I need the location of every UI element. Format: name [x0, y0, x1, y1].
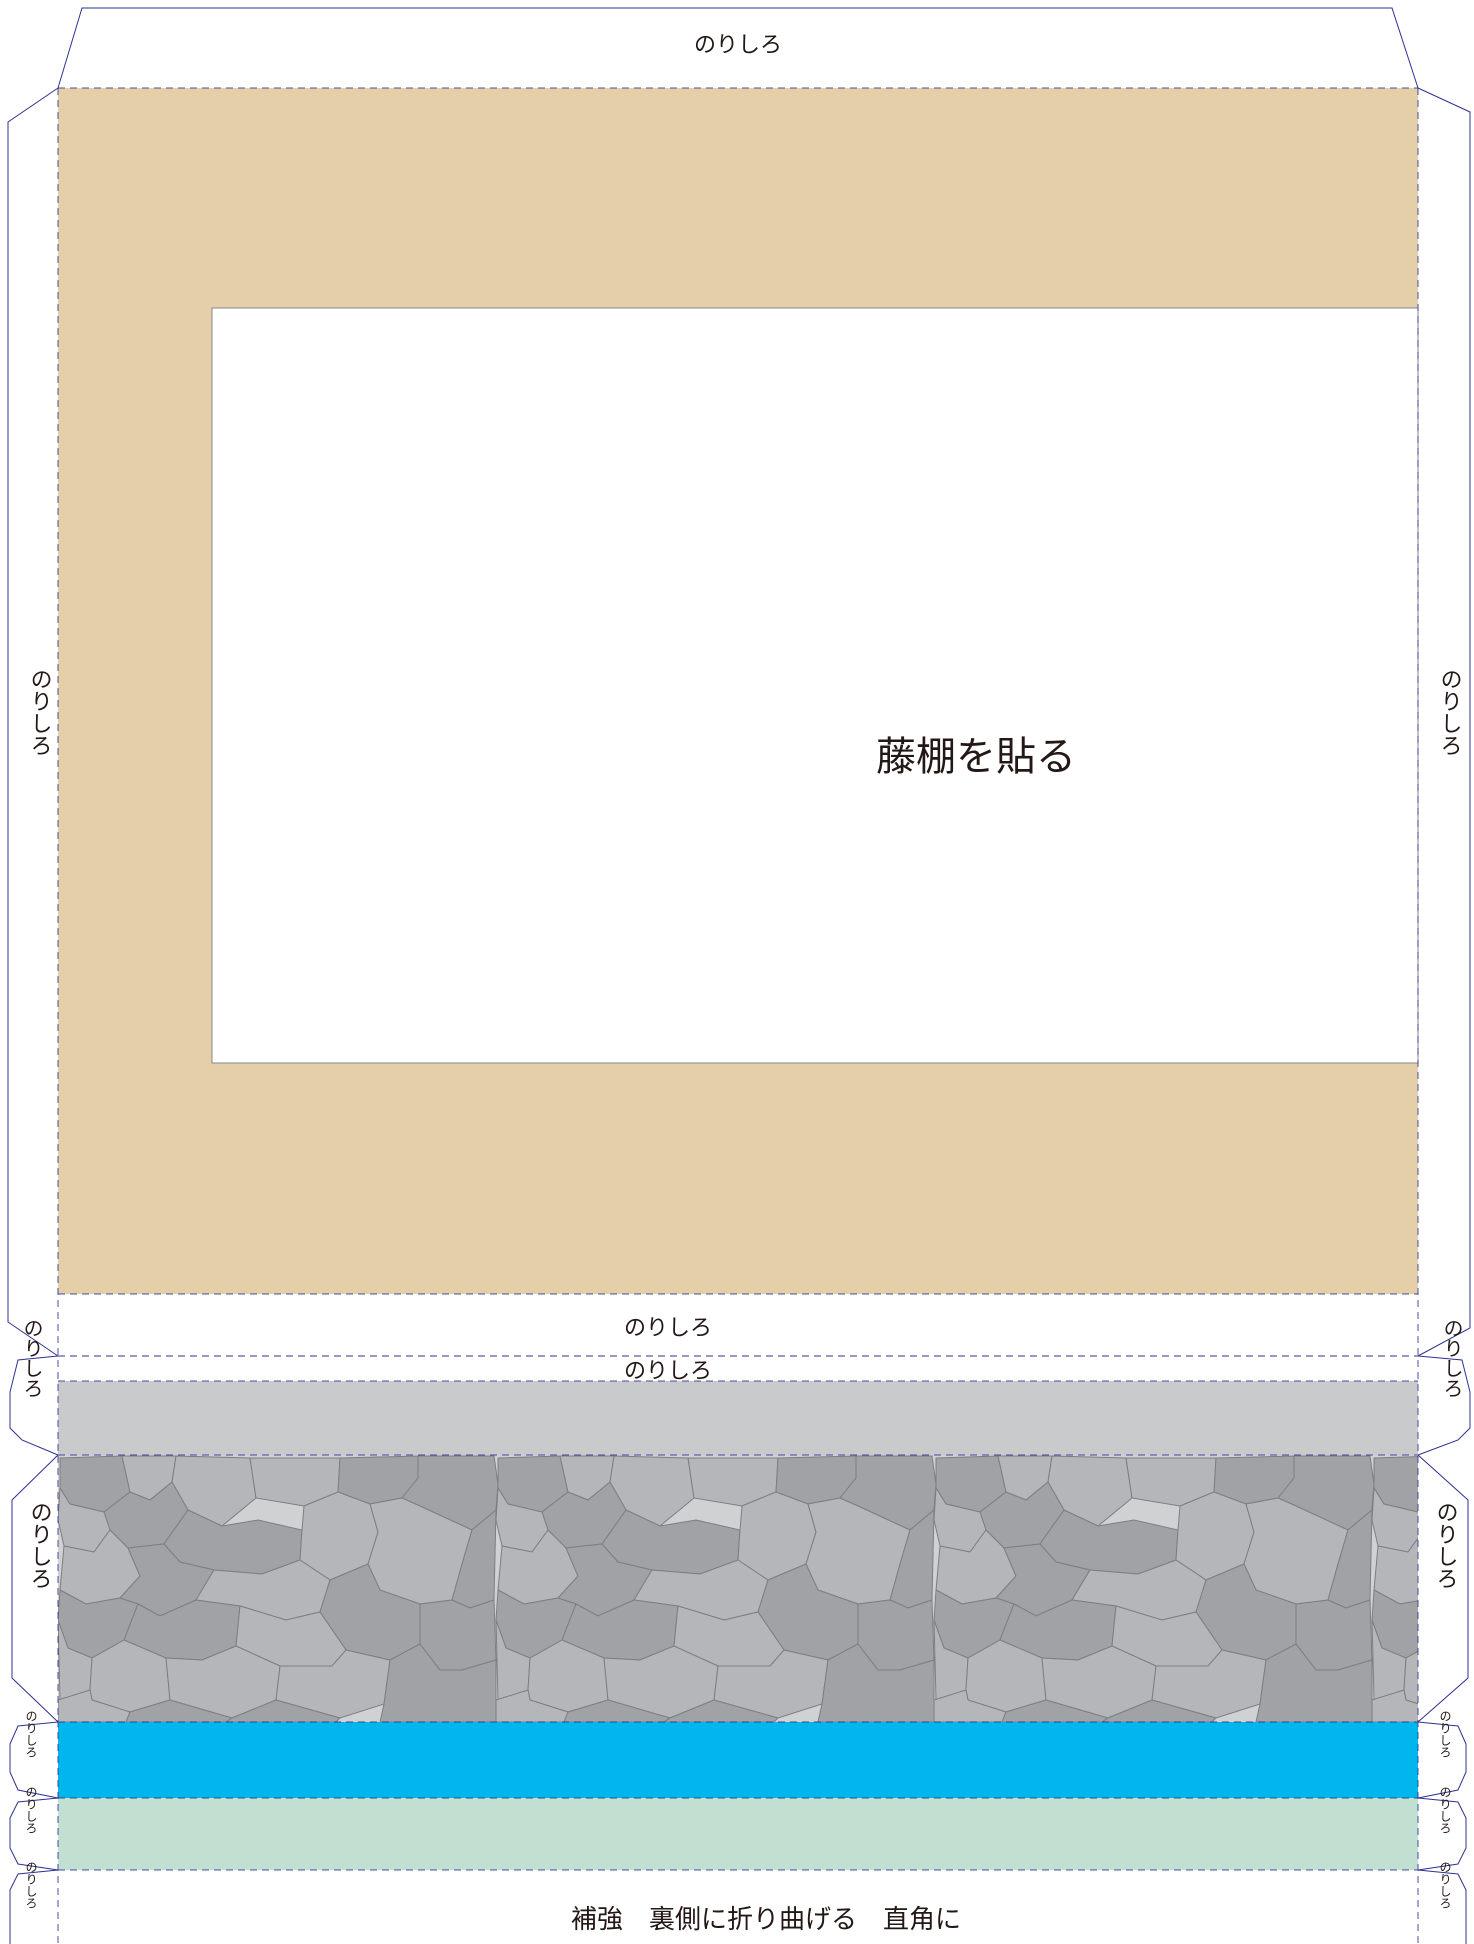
reinforcement-instruction: 補強 裏側に折り曲げる 直角に — [571, 1905, 961, 1935]
small-right-glue-tab-label: のりしろ — [1440, 1318, 1464, 1398]
blue-left-glue-tab-label: のりしろ — [24, 1710, 38, 1758]
top-glue-tab-label: のりしろ — [694, 33, 782, 58]
top-glue-tab — [57, 7, 1419, 89]
bottom-right-glue-tab-label: のりしろ — [1438, 1861, 1452, 1909]
blue-right-glue-tab — [1417, 1721, 1467, 1799]
stone-wall-panel — [58, 1455, 1418, 1722]
stone-right-glue-tab-label: のりしろ — [1433, 1501, 1458, 1589]
left-glue-tab-label: のりしろ — [27, 668, 52, 756]
stone-left-glue-tab — [11, 1454, 59, 1723]
small-left-glue-tab-label: のりしろ — [20, 1318, 44, 1398]
blue-left-glue-tab — [9, 1721, 59, 1799]
right-glue-tab — [1417, 87, 1471, 1357]
mint-green-band — [58, 1798, 1418, 1870]
bottom-right-glue-tab — [1417, 1869, 1467, 1944]
blue-right-glue-tab-label: のりしろ — [1438, 1710, 1452, 1758]
lower-glue-strip-label-1: のりしろ — [624, 1316, 712, 1341]
lower-glue-strip-label-2: のりしろ — [624, 1359, 712, 1384]
trellis-paste-instruction: 藤棚を貼る — [876, 734, 1076, 780]
gray-band — [58, 1381, 1418, 1455]
bottom-left-glue-tab — [9, 1869, 59, 1944]
green-left-glue-tab — [9, 1797, 59, 1871]
stone-right-glue-tab — [1417, 1454, 1469, 1723]
fold-lines — [57, 87, 1419, 1944]
small-left-glue-tab — [9, 1355, 59, 1456]
right-glue-tab-label: のりしろ — [1437, 668, 1462, 756]
small-right-glue-tab — [1417, 1355, 1471, 1456]
trellis-paste-area — [211, 307, 1419, 1064]
green-right-glue-tab-label: のりしろ — [1438, 1786, 1452, 1834]
green-right-glue-tab — [1417, 1797, 1467, 1871]
green-left-glue-tab-label: のりしろ — [24, 1786, 38, 1834]
left-glue-tab — [7, 87, 59, 1357]
stone-tile — [58, 1455, 499, 1722]
water-blue-band — [58, 1722, 1418, 1798]
bottom-left-glue-tab-label: のりしろ — [24, 1861, 38, 1909]
stone-left-glue-tab-label: のりしろ — [27, 1501, 52, 1589]
